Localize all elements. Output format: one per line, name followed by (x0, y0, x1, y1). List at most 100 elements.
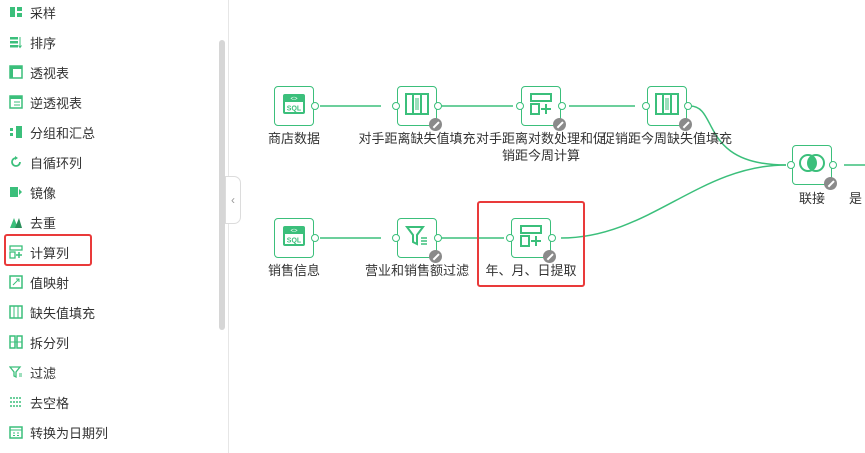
svg-text:<>: <> (290, 228, 298, 234)
output-port[interactable] (684, 102, 692, 110)
sidebar-item-unpivot[interactable]: 逆透视表 (8, 90, 82, 114)
calc-column-icon (519, 224, 543, 252)
sample-icon (8, 4, 24, 20)
sidebar-item-fill-missing[interactable]: 缺失值填充 (8, 300, 95, 324)
collapse-sidebar-button[interactable]: ‹ (225, 176, 241, 224)
filter-icon (8, 364, 24, 380)
sidebar-item-label: 拆分列 (30, 335, 70, 351)
sidebar-item-calc-column[interactable]: 计算列 (8, 240, 69, 264)
svg-text:<>: <> (290, 96, 298, 102)
output-port[interactable] (311, 234, 319, 242)
sidebar-item-value-map[interactable]: 值映射 (8, 270, 69, 294)
flow-node-join[interactable] (787, 145, 837, 190)
output-port[interactable] (829, 161, 837, 169)
sidebar-item-loop[interactable]: 自循环列 (8, 150, 82, 174)
sidebar-item-label: 过滤 (30, 365, 57, 381)
filter-icon (405, 225, 429, 252)
svg-text:SQL: SQL (287, 105, 302, 112)
fill-missing-icon (405, 92, 429, 120)
loop-icon (8, 154, 24, 170)
sidebar-item-label: 分组和汇总 (30, 125, 96, 141)
output-port[interactable] (434, 102, 442, 110)
disabled-badge-icon (543, 250, 556, 263)
node-label: 对手距离缺失值填充 (358, 131, 476, 146)
sidebar-item-label: 缺失值填充 (30, 305, 96, 321)
disabled-badge-icon (429, 250, 442, 263)
sidebar-item-label: 计算列 (30, 245, 70, 261)
trim-icon (8, 394, 24, 410)
fill-missing-icon (8, 304, 24, 320)
value-map-icon (8, 274, 24, 290)
flow-node-sales-info[interactable]: SQL <> (274, 218, 319, 258)
sidebar-item-label: 值映射 (30, 275, 70, 291)
sidebar-item-label: 转换为日期列 (30, 425, 109, 441)
join-icon (799, 153, 825, 178)
sidebar-item-label: 采样 (30, 5, 57, 21)
output-port[interactable] (434, 234, 442, 242)
disabled-badge-icon (824, 177, 837, 190)
sidebar-item-pivot[interactable]: 透视表 (8, 60, 69, 84)
input-port[interactable] (392, 234, 400, 242)
node-label: 商店数据 (267, 131, 320, 146)
disabled-badge-icon (553, 118, 566, 131)
operator-sidebar: 采样 排序 透视表 逆透视表 分组和汇总 自循环列 镜像 去重 计算列 值映射 … (0, 0, 228, 453)
output-port[interactable] (311, 102, 319, 110)
connection-lines (320, 105, 865, 239)
sidebar-item-label: 自循环列 (30, 155, 83, 171)
sidebar-scrollbar[interactable] (219, 40, 225, 330)
input-port[interactable] (787, 161, 795, 169)
selection-highlight (477, 201, 585, 287)
disabled-badge-icon (429, 118, 442, 131)
output-port[interactable] (548, 234, 556, 242)
unpivot-icon (8, 94, 24, 110)
sidebar-item-label: 去空格 (30, 395, 70, 411)
sidebar-item-label: 去重 (30, 215, 57, 231)
sidebar-item-label: 排序 (30, 35, 57, 51)
sort-icon (8, 34, 24, 50)
flow-node-fill-missing-1[interactable] (392, 86, 442, 131)
node-label: 联接 (798, 191, 825, 206)
output-port[interactable] (558, 102, 566, 110)
sidebar-item-sample[interactable]: 采样 (8, 0, 56, 24)
group-icon (8, 124, 24, 140)
flow-node-calc-2[interactable] (506, 218, 556, 263)
sql-icon: SQL <> (282, 225, 306, 252)
sidebar-item-trim[interactable]: 去空格 (8, 390, 69, 414)
pivot-icon (8, 64, 24, 80)
calc-column-icon (8, 244, 24, 260)
sidebar-item-dedupe[interactable]: 去重 (8, 210, 56, 234)
sql-icon: SQL <> (282, 93, 306, 120)
sidebar-item-date-convert[interactable]: 转换为日期列 (8, 420, 108, 444)
mirror-icon (8, 184, 24, 200)
calc-column-icon (529, 92, 553, 120)
node-label: 对手距离对数处理和促销距今周计算 (476, 131, 607, 163)
selection-highlight (4, 234, 92, 266)
node-label: 营业和销售额过滤 (364, 263, 469, 278)
input-port[interactable] (506, 234, 514, 242)
fill-missing-icon (655, 92, 679, 120)
flow-canvas[interactable]: SQL<> 商店数据 对手距离缺失值填充 对手距离对数处理和促销距今周计算 促销… (229, 0, 865, 453)
sidebar-item-filter[interactable]: 过滤 (8, 360, 56, 384)
sidebar-item-label: 逆透视表 (30, 95, 83, 111)
sidebar-item-sort[interactable]: 排序 (8, 30, 56, 54)
input-port[interactable] (516, 102, 524, 110)
flow-node-calc-1[interactable] (516, 86, 566, 131)
input-port[interactable] (392, 102, 400, 110)
svg-text:SQL: SQL (287, 237, 302, 244)
input-port[interactable] (642, 102, 650, 110)
sidebar-item-label: 镜像 (30, 185, 57, 201)
sidebar-item-group[interactable]: 分组和汇总 (8, 120, 95, 144)
flow-node-filter[interactable] (392, 218, 442, 263)
panel-divider (228, 0, 229, 453)
flow-node-store-data[interactable]: SQL <> (274, 86, 319, 126)
date-convert-icon (8, 424, 24, 440)
node-label: 销售信息 (267, 263, 320, 278)
node-label-partial: 是 (849, 191, 863, 206)
flow-node-fill-missing-2[interactable] (642, 86, 692, 131)
node-label: 年、月、日提取 (485, 263, 577, 278)
sidebar-item-mirror[interactable]: 镜像 (8, 180, 56, 204)
sidebar-item-split-column[interactable]: 拆分列 (8, 330, 69, 354)
dedupe-icon (8, 214, 24, 230)
chevron-left-icon: ‹ (231, 193, 235, 207)
sidebar-item-label: 透视表 (30, 65, 70, 81)
